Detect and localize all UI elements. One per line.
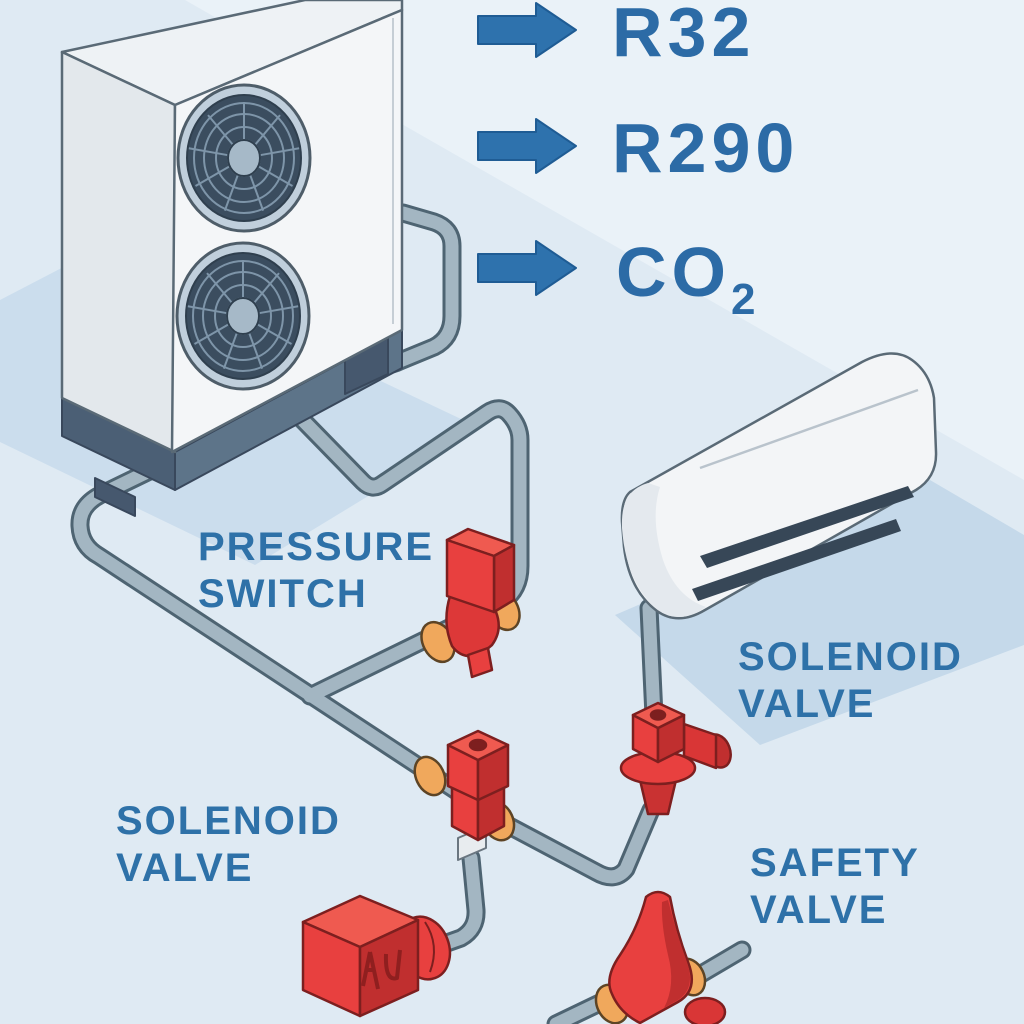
indoor-wall-unit xyxy=(620,352,938,620)
solenoid-valve-right xyxy=(619,701,732,816)
safety-valve xyxy=(594,890,727,1024)
air-vent-louver xyxy=(700,486,914,568)
embossed-marking xyxy=(361,949,402,990)
refrigerant-label-r32: R32 xyxy=(612,0,756,71)
fan-grille-top xyxy=(176,83,312,233)
refrigerant-label-co2: CO2 xyxy=(616,233,756,324)
arrow-icon-r32 xyxy=(477,2,577,58)
refrigerant-pipe-network xyxy=(70,203,752,1024)
arrow-icon-co2 xyxy=(477,240,577,296)
safety-valve-label: SAFETY VALVE xyxy=(750,841,920,932)
outdoor-heat-pump-unit xyxy=(60,0,404,517)
indoor-unit-shadow xyxy=(615,480,1024,745)
solenoid-valve xyxy=(413,729,516,861)
pressure-switch-label: PRESSURE SWITCH xyxy=(198,525,435,616)
solenoid-valve-right-label: SOLENOID VALVE xyxy=(738,635,963,726)
pressure-switch-valve xyxy=(420,527,521,679)
refrigerant-label-r290: R290 xyxy=(612,109,800,187)
solenoid-valve-left-label: SOLENOID VALVE xyxy=(116,799,341,890)
pipe-fitting xyxy=(413,755,447,797)
arrow-icon-r290 xyxy=(477,118,577,174)
solenoid-valve-box xyxy=(301,894,452,1018)
air-vent-louver xyxy=(692,519,901,601)
fan-grille-bottom xyxy=(175,241,311,391)
